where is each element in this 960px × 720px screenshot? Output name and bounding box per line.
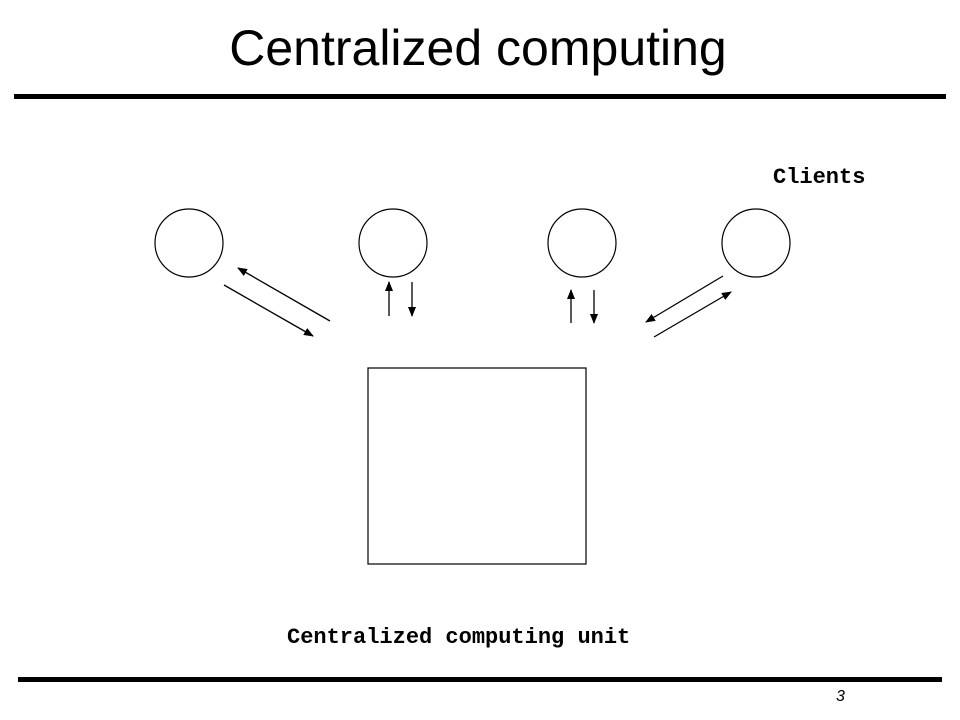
- clients-label: Clients: [773, 165, 866, 190]
- slide-title: Centralized computing: [229, 20, 727, 76]
- client-4-response-arrow: [653, 291, 732, 338]
- client-1-response-arrow: [237, 267, 331, 322]
- client-node-1: [154, 208, 224, 278]
- central-computing-unit: [367, 367, 587, 565]
- client-1-request-arrow: [223, 284, 314, 337]
- page-number: 3: [836, 688, 845, 705]
- footer-divider: [18, 677, 942, 682]
- client-node-3: [547, 208, 617, 278]
- client-node-2: [358, 208, 428, 278]
- client-4-request-arrow: [645, 275, 724, 323]
- client-node-4: [721, 208, 791, 278]
- title-divider: [14, 94, 946, 99]
- central-unit-label: Centralized computing unit: [287, 625, 631, 650]
